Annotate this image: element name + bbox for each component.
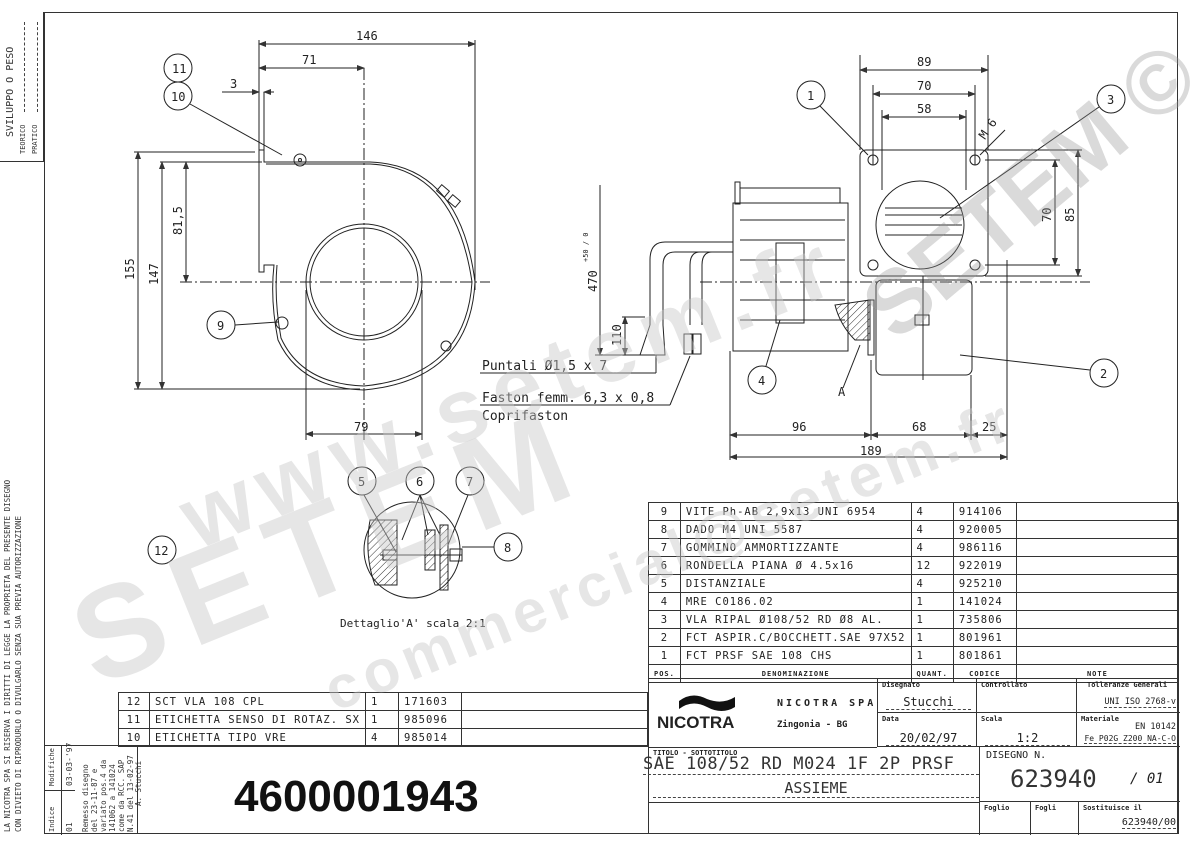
dim-96: 96 <box>792 420 806 434</box>
data-value: 20/02/97 <box>886 731 971 746</box>
dim-85: 85 <box>1063 208 1077 222</box>
revision-note-line: 141062 a 141024 <box>108 764 117 832</box>
revision-index: 01 <box>65 822 74 832</box>
dim-79: 79 <box>354 420 368 434</box>
front-view <box>134 40 490 565</box>
materiale-value-2: Fe P02G Z200 NA-C-O <box>1084 734 1176 744</box>
part-number: 4600001943 <box>234 772 479 821</box>
dim-155: 155 <box>123 258 137 280</box>
detail-ref-a: A <box>838 385 846 399</box>
data-label: Data <box>882 715 899 723</box>
dim-146: 146 <box>356 29 378 43</box>
dim-3: 3 <box>230 77 237 91</box>
balloon-2: 2 <box>1100 367 1107 381</box>
revision-note-line: Remesso disegno <box>81 764 90 832</box>
revision-note-line: come da RCC. SAP <box>117 759 126 832</box>
balloon-4: 4 <box>758 374 765 388</box>
dim-189: 189 <box>860 444 882 458</box>
drawing-subtitle: ASSIEME <box>653 779 979 798</box>
side-view <box>480 55 1126 460</box>
note-puntali: Puntali Ø1,5 x 7 <box>482 359 607 374</box>
company-logo-text: NICOTRA <box>657 713 735 732</box>
left-margin-strip: SVILUPPO O PESO TEORICO PRATICO LA NICOT… <box>0 12 44 834</box>
revision-note-line: A. Stucchi <box>134 760 143 806</box>
balloon-1: 1 <box>807 89 814 103</box>
dim-68: 68 <box>912 420 926 434</box>
balloon-6: 6 <box>416 475 423 489</box>
modifiche-label: Modifiche <box>48 748 56 786</box>
fogli-label: Fogli <box>1035 804 1057 812</box>
sostituisce-value: 623940/00 <box>1121 817 1176 829</box>
balloon-3: 3 <box>1107 93 1114 107</box>
dim-70-v: 70 <box>1040 208 1054 222</box>
dim-81-5: 81,5 <box>171 206 185 235</box>
title-block: NICOTRA NICOTRA SPA Zingonia - BG Disegn… <box>643 678 1180 835</box>
revision-date: 03-03-'97 <box>65 742 74 786</box>
balloon-10: 10 <box>171 90 185 104</box>
materiale-value-1: EN 10142 <box>1135 722 1176 732</box>
weight-block: SVILUPPO O PESO TEORICO PRATICO <box>0 12 44 162</box>
revision-note-line: variato pos.4 da <box>99 759 108 832</box>
tolleranze-value: UNI ISO 2768-v <box>1104 697 1176 708</box>
dim-147: 147 <box>147 263 161 285</box>
balloon-7: 7 <box>466 475 473 489</box>
scala-label: Scala <box>981 715 1003 723</box>
company-name: NICOTRA SPA <box>777 698 877 709</box>
drawing-number: 623940 <box>1010 765 1097 793</box>
balloon-9: 9 <box>217 319 224 333</box>
detail-a-caption: Dettaglio'A' scala 2:1 <box>340 617 486 630</box>
balloon-11: 11 <box>172 62 186 76</box>
disegno-label: DISEGNO N. <box>986 750 1047 761</box>
indice-label: Indice <box>48 806 56 832</box>
nicotra-logo-icon <box>679 695 735 711</box>
tolleranze-label: Tolleranze Generali <box>1087 681 1168 689</box>
scala-value: 1:2 <box>985 731 1070 746</box>
balloon-8: 8 <box>504 541 511 555</box>
disegnato-label: Disegnato <box>882 681 920 689</box>
detail-a-view <box>347 466 523 599</box>
drawing-title: SAE 108/52 RD M024 1F 2P PRSF <box>643 754 979 775</box>
dim-470: 470 <box>586 270 600 292</box>
balloon-5: 5 <box>358 475 365 489</box>
drawing-revision: / 01 <box>1130 771 1164 787</box>
dim-110: 110 <box>610 324 624 346</box>
dim-25: 25 <box>982 420 996 434</box>
titolo-label: TITOLO - SOTTOTITOLO <box>653 749 738 757</box>
balloon-12: 12 <box>154 544 168 558</box>
dim-470-tolerance: +50 / 0 <box>582 232 590 262</box>
note-coprifaston: Coprifaston <box>482 409 568 424</box>
sostituisce-label: Sostituisce il <box>1083 804 1143 812</box>
dim-89: 89 <box>917 55 931 69</box>
revision-note-line: del 23-11-87 e <box>90 768 99 832</box>
dim-m6: M 6 <box>976 116 1000 142</box>
controllato-label: Controllato <box>981 681 1028 689</box>
dim-70-h: 70 <box>917 79 931 93</box>
dim-58: 58 <box>917 102 931 116</box>
revision-block: Indice Modifiche 01 03-03-'97 Remesso di… <box>44 742 143 835</box>
materiale-label: Materiale <box>1081 715 1119 723</box>
company-city: Zingonia - BG <box>777 720 848 730</box>
dim-71: 71 <box>302 53 316 67</box>
disegnato-value: Stucchi <box>886 695 971 710</box>
drawing-frame <box>44 12 1178 834</box>
note-faston: Faston femm. 6,3 x 0,8 <box>482 391 654 406</box>
foglio-label: Foglio <box>984 804 1010 812</box>
